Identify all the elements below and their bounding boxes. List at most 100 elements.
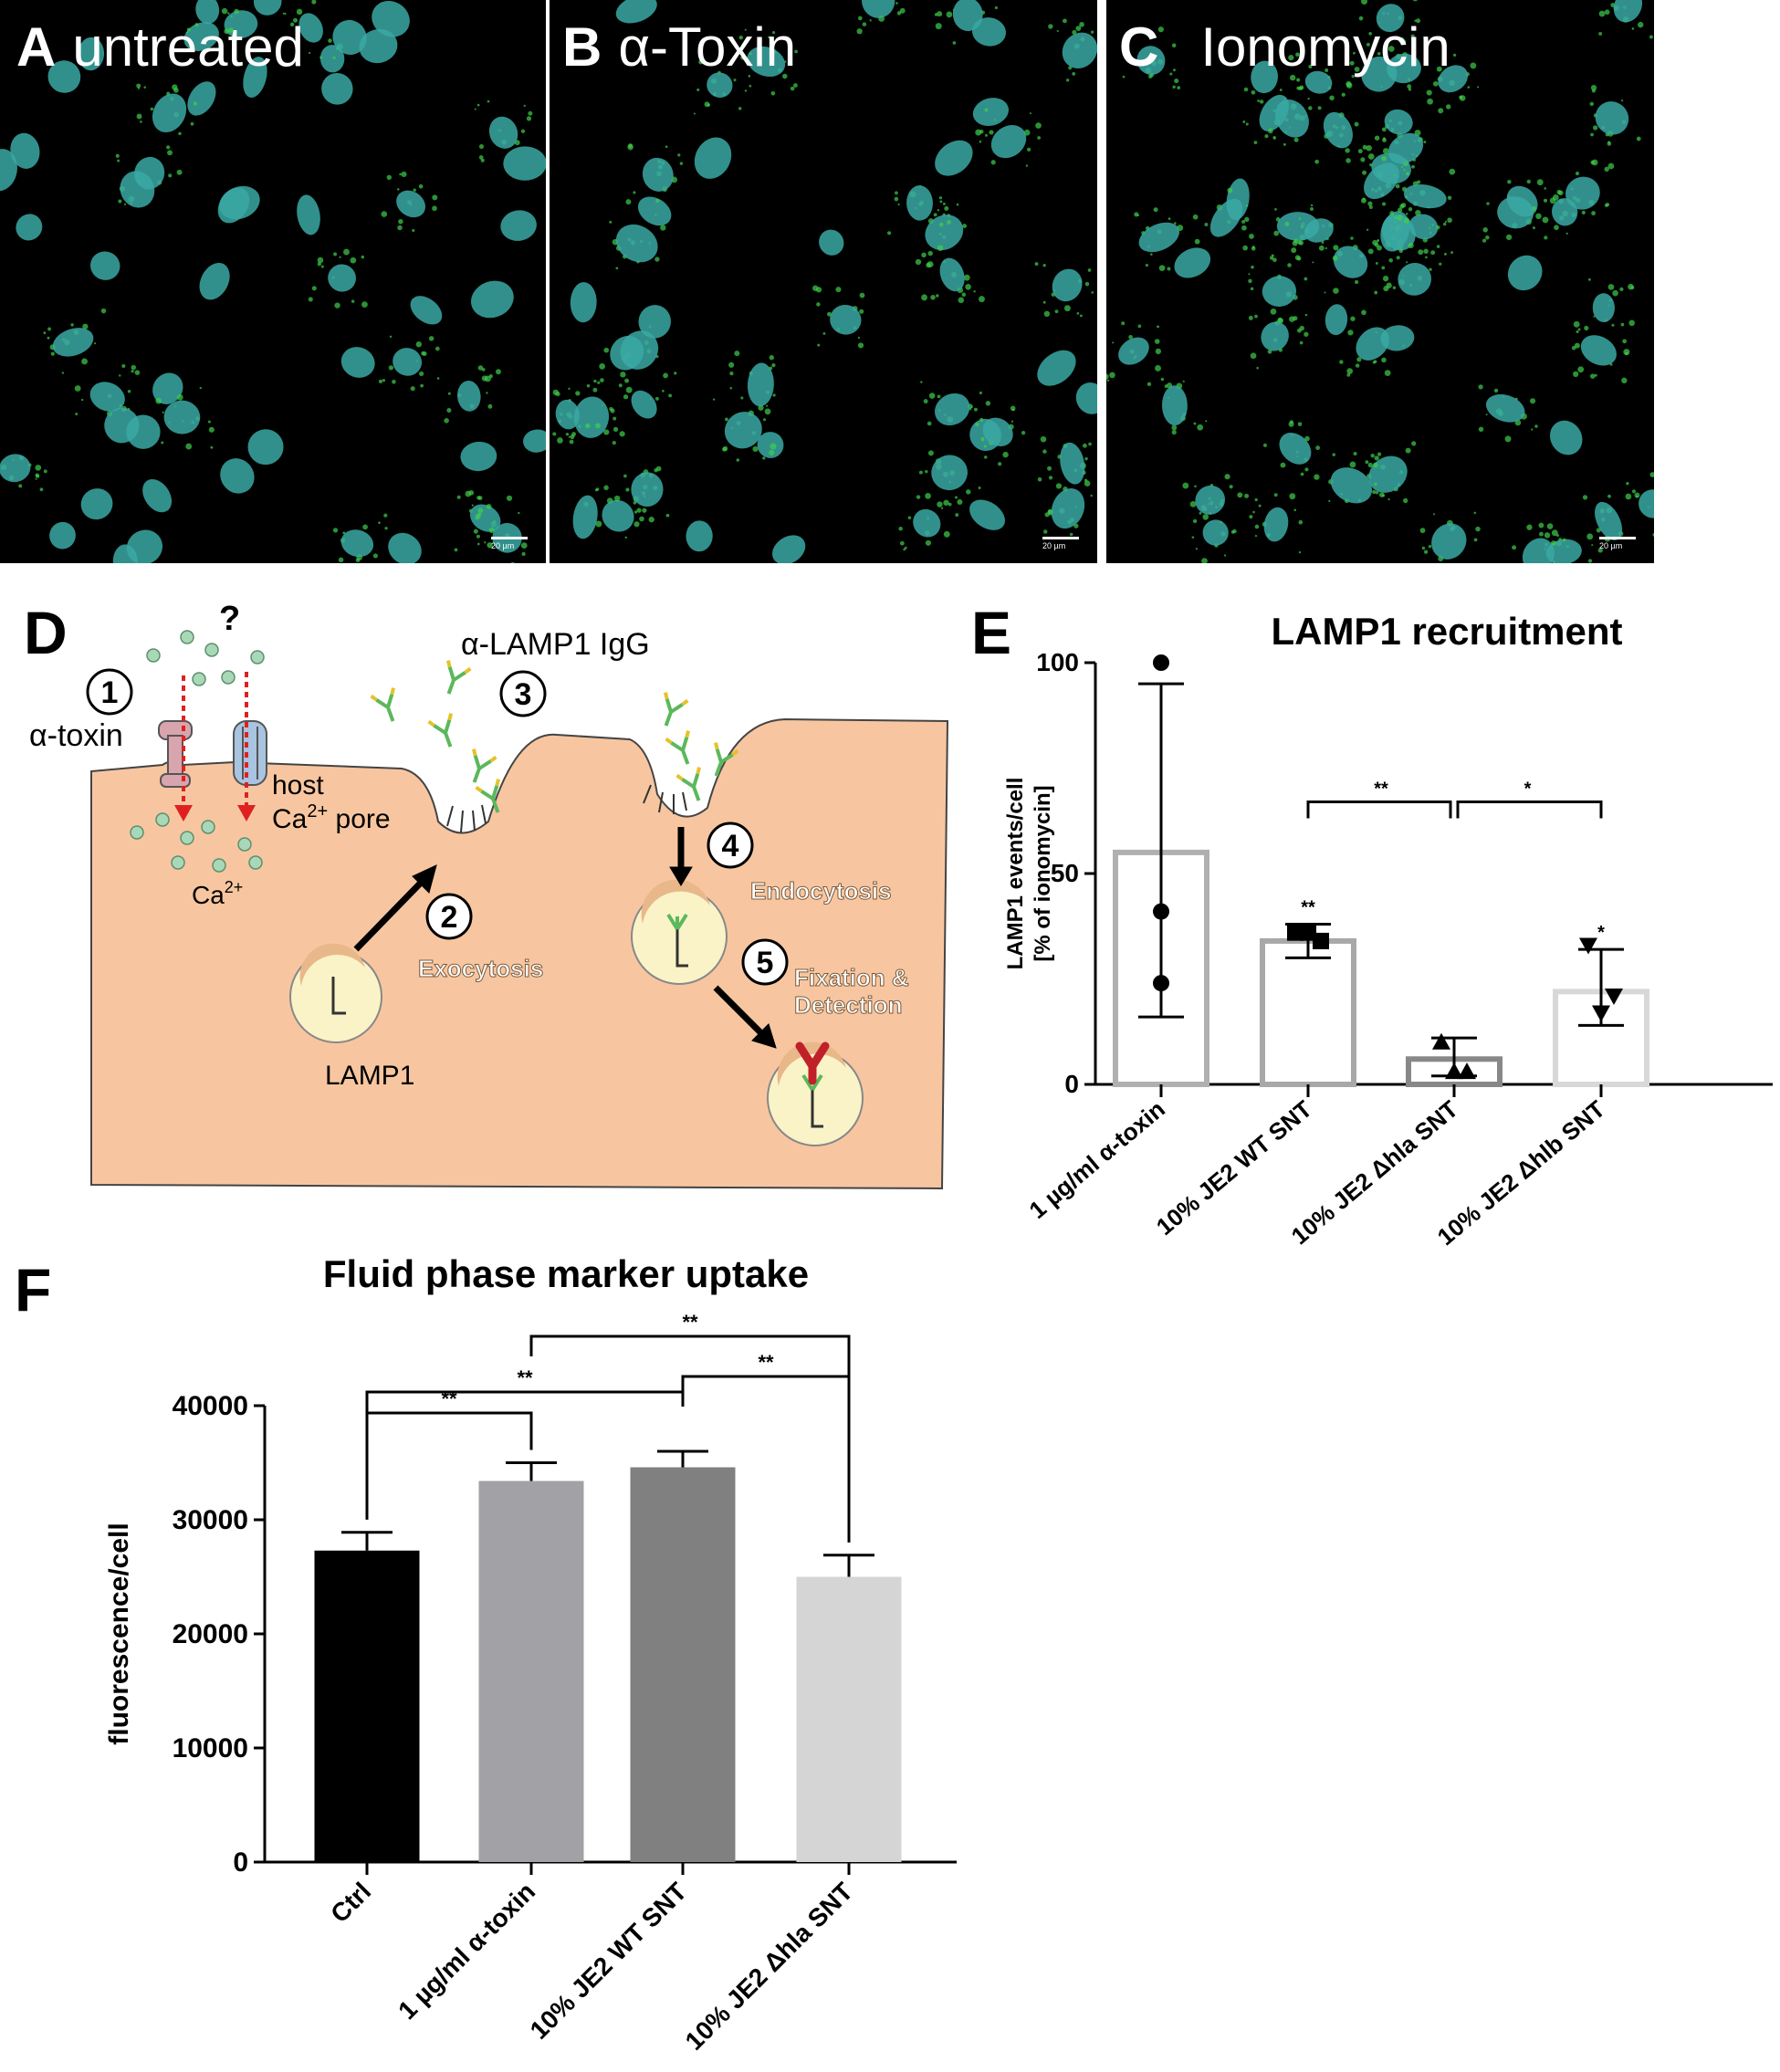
green-punctum [338,557,344,563]
nucleus [935,140,973,176]
panel-letter-e: E [971,599,1012,666]
green-punctum [955,513,959,518]
green-punctum [1373,462,1378,468]
antibody-tips [675,767,702,781]
green-punctum [454,548,458,552]
green-punctum [1416,18,1421,24]
green-punctum [648,517,654,523]
green-punctum [1084,480,1091,487]
green-punctum [1625,493,1632,500]
green-punctum [618,383,623,388]
green-punctum [764,408,771,415]
green-punctum [1604,9,1610,16]
antibody-arms [480,785,500,813]
green-punctum [1297,422,1303,426]
green-punctum [1291,247,1297,254]
nucleus [972,98,1009,126]
green-punctum [528,110,533,116]
green-punctum [1257,99,1261,102]
green-punctum [1254,524,1260,529]
green-punctum [927,250,933,256]
green-punctum [1554,225,1559,231]
green-punctum [473,528,478,534]
antibody-icon [370,687,396,722]
green-punctum [1392,286,1397,289]
data-point [1300,924,1316,941]
nucleus [939,257,965,292]
green-punctum [856,28,863,35]
green-punctum [221,7,228,15]
antibody-tips [445,660,472,675]
antibody-icon [471,748,497,783]
green-punctum [936,294,939,298]
green-punctum [793,83,798,88]
step-2: 2 [441,900,458,935]
green-punctum [623,394,629,400]
green-punctum [1367,248,1374,255]
green-punctum [1157,26,1164,33]
green-punctum [585,423,591,429]
green-punctum [1459,95,1463,99]
detected-vesicle [767,1041,864,1146]
green-punctum [282,12,285,15]
green-punctum [921,294,928,301]
nucleus [220,458,255,494]
green-punctum [1155,348,1162,355]
green-punctum [1575,171,1580,176]
green-punctum [1248,278,1252,284]
green-punctum [355,558,361,562]
nucleus [1195,485,1226,515]
green-punctum [1493,388,1499,393]
green-punctum [1423,549,1429,554]
green-punctum [1258,504,1262,508]
green-punctum [47,336,50,340]
green-punctum [1406,172,1410,176]
green-punctum [965,284,971,290]
cells-layer [1106,0,1654,563]
green-punctum [1478,426,1484,432]
green-punctum [1433,513,1436,516]
green-punctum [43,331,47,335]
green-punctum [1536,179,1544,186]
green-punctum [1470,62,1477,69]
scale-bar-label: 20 µm [1599,541,1623,550]
green-punctum [557,437,563,444]
green-punctum [1341,92,1345,97]
green-punctum [1087,268,1092,272]
ca-superscript: 2+ [225,878,244,896]
nucleus [1262,276,1297,307]
green-punctum [613,416,617,421]
nucleus [747,46,786,78]
green-punctum [1354,121,1359,127]
green-punctum [1512,545,1517,550]
green-punctum [1542,216,1549,224]
ca-pore-label: Ca2+ pore [272,801,391,834]
green-punctum [1531,428,1534,431]
green-punctum [1631,489,1637,494]
green-punctum [625,386,633,393]
green-punctum [1112,341,1115,344]
nucleus [47,60,81,93]
data-point [1432,1032,1450,1050]
green-punctum [654,256,660,262]
green-punctum [894,196,899,202]
green-punctum [1182,380,1185,382]
endocytosis-label: Endocytosis [750,877,892,905]
green-punctum [937,245,944,251]
green-punctum [1436,66,1442,72]
green-punctum [1242,120,1246,123]
nucleus [1330,467,1373,504]
green-punctum [1543,198,1548,203]
significance-label: ** [517,1366,533,1389]
green-punctum [1607,141,1612,146]
nucleus [990,125,1027,159]
green-punctum [770,90,776,96]
green-punctum [625,199,632,205]
green-punctum [444,418,449,424]
green-punctum [1636,495,1639,498]
green-punctum [1590,160,1596,165]
